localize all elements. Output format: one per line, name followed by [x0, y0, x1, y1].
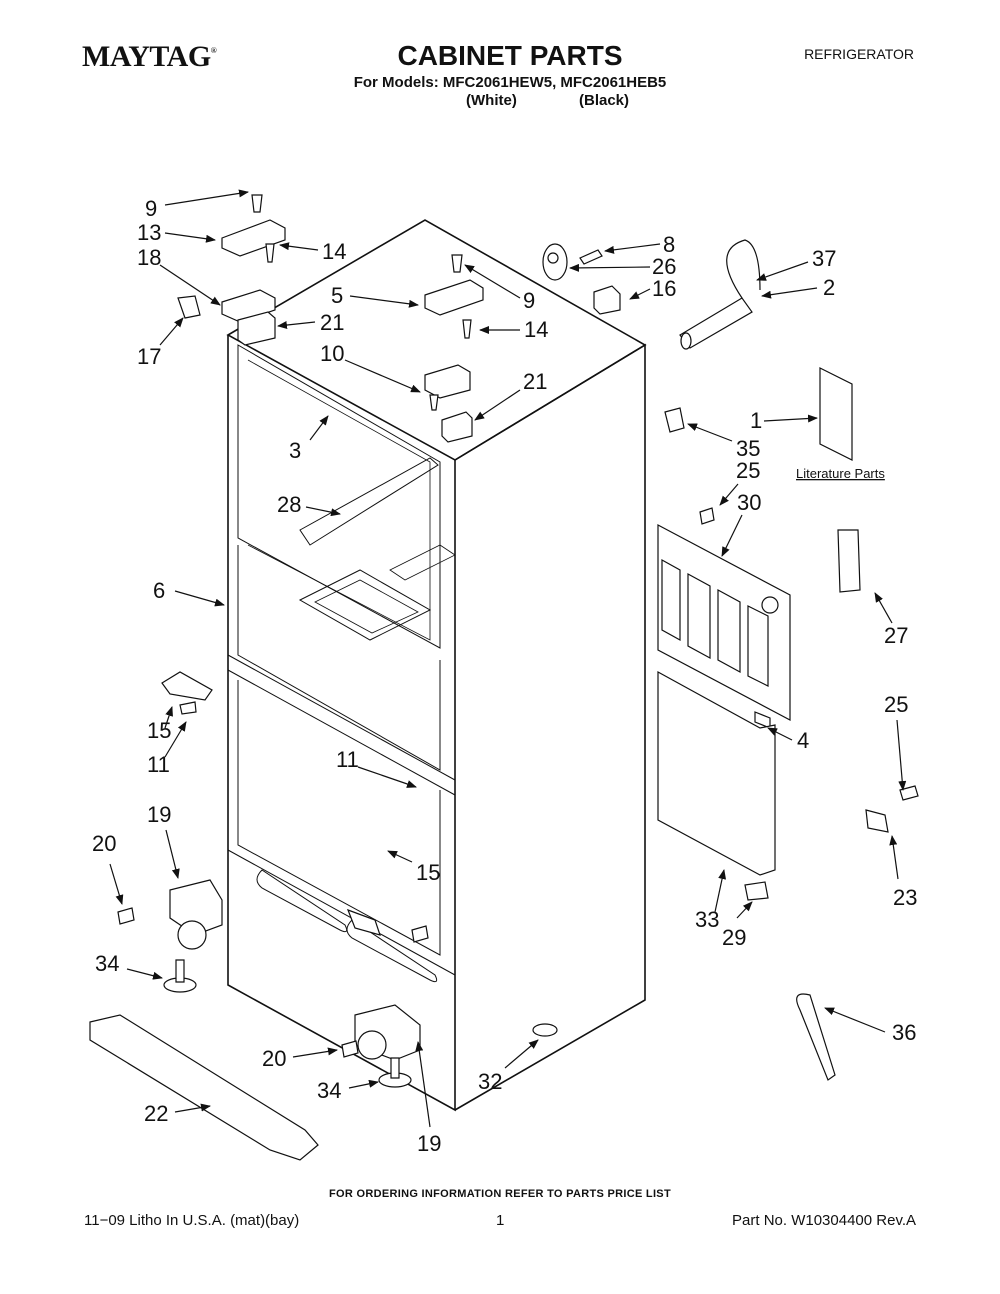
callout-15: 15	[147, 718, 171, 743]
callout-16: 16	[652, 276, 676, 301]
callout-9: 9	[145, 196, 157, 221]
callout-3: 3	[289, 438, 301, 463]
callout-17: 17	[137, 344, 161, 369]
callout-29: 29	[722, 925, 746, 950]
callout-20: 20	[262, 1046, 286, 1071]
cabinet-body	[226, 219, 647, 1112]
callout-6: 6	[153, 578, 165, 603]
brand-name: MAYTAG	[82, 40, 211, 73]
callout-26: 26	[652, 254, 676, 279]
callout-34: 34	[95, 951, 119, 976]
callout-labels: 9 13 18 14 17 21 5 9 14 10 21 8 26 16 37…	[92, 196, 917, 1156]
callout-11: 11	[336, 747, 359, 772]
callout-1: 1	[750, 408, 762, 433]
page-title: CABINET PARTS	[397, 40, 623, 71]
callout-15: 15	[416, 860, 440, 885]
callout-13: 13	[137, 220, 161, 245]
model-colors: (White) (Black)	[466, 92, 629, 109]
callout-22: 22	[144, 1101, 168, 1126]
callout-35: 35	[736, 436, 760, 461]
callout-2: 2	[823, 275, 835, 300]
callout-21: 21	[523, 369, 547, 394]
callout-25: 25	[884, 692, 908, 717]
callout-11: 11	[147, 752, 170, 777]
callout-8: 8	[663, 232, 675, 257]
callout-25: 25	[736, 458, 760, 483]
callout-34: 34	[317, 1078, 341, 1103]
brand-logo: MAYTAG®	[82, 40, 217, 74]
upper-right-hinge-assembly	[424, 254, 484, 443]
callout-28: 28	[277, 492, 301, 517]
callout-4: 4	[797, 728, 809, 753]
callout-27: 27	[884, 623, 908, 648]
models-line: For Models: MFC2061HEW5, MFC2061HEB5	[353, 74, 667, 91]
callout-33: 33	[695, 907, 719, 932]
page-number: 1	[496, 1212, 505, 1229]
grille-panel	[657, 507, 919, 1081]
top-right-parts	[542, 239, 853, 461]
callout-14: 14	[322, 239, 346, 264]
callout-5: 5	[331, 283, 343, 308]
callout-30: 30	[737, 490, 761, 515]
callout-10: 10	[320, 341, 344, 366]
callout-23: 23	[893, 885, 917, 910]
part-number: Part No. W10304400 Rev.A	[732, 1212, 916, 1229]
callout-19: 19	[147, 802, 171, 827]
document-type: REFRIGERATOR	[804, 46, 914, 62]
callout-21: 21	[320, 310, 344, 335]
callout-36: 36	[892, 1020, 916, 1045]
ordering-note: FOR ORDERING INFORMATION REFER TO PARTS …	[329, 1188, 671, 1200]
litho-info: 11−09 Litho In U.S.A. (mat)(bay)	[84, 1212, 300, 1229]
callout-32: 32	[478, 1069, 502, 1094]
lower-hinge-and-leveling-parts	[89, 671, 558, 1161]
leader-lines	[109, 189, 907, 1128]
registered-mark: ®	[210, 46, 217, 55]
callout-14: 14	[524, 317, 548, 342]
color-black: (Black)	[579, 92, 630, 109]
literature-parts-label: Literature Parts	[796, 466, 885, 481]
callout-37: 37	[812, 246, 836, 271]
callout-19: 19	[417, 1131, 441, 1156]
color-white: (White)	[466, 92, 517, 109]
callout-9: 9	[523, 288, 535, 313]
upper-left-hinge-assembly	[177, 194, 286, 346]
callout-18: 18	[137, 245, 161, 270]
callout-20: 20	[92, 831, 116, 856]
